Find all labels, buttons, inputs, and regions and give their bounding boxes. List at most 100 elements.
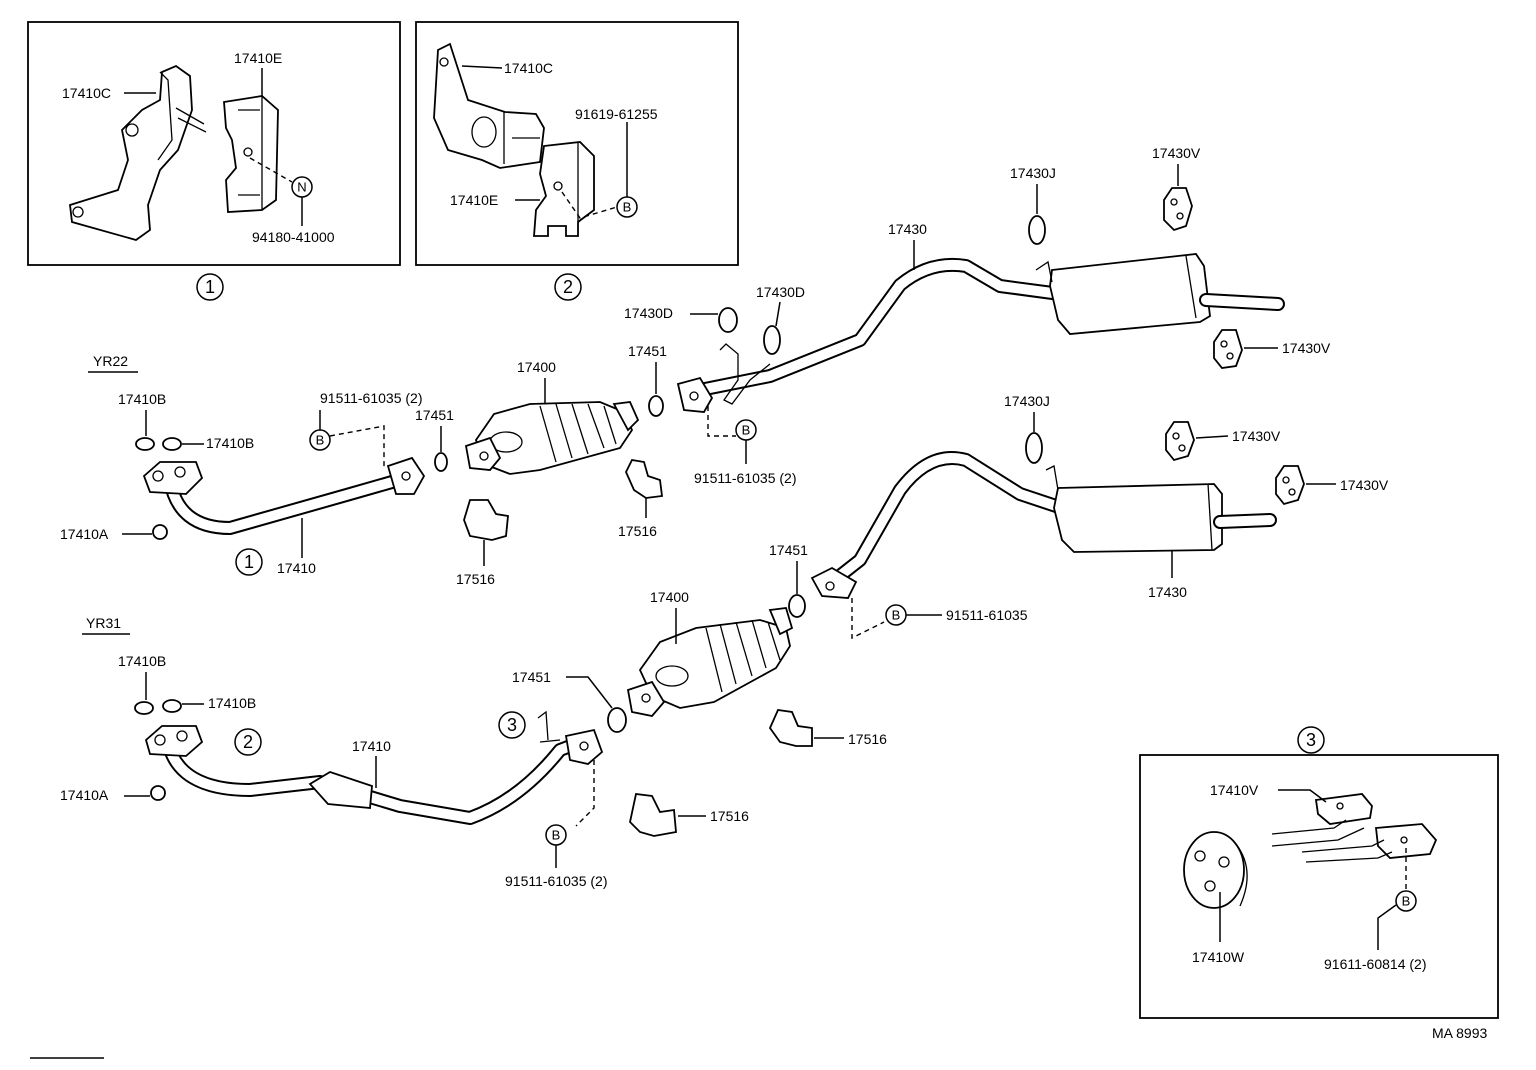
- bracket-17410e-drawing: [223, 95, 279, 213]
- label-17430j: 17430J: [1004, 393, 1050, 409]
- leader: [707, 406, 736, 437]
- bracket-17516-drawing: [629, 793, 677, 837]
- hanger-bracket-17410v-drawing: [1271, 793, 1438, 863]
- ring-17430j-drawing: [1028, 215, 1046, 245]
- label-17430v: 17430V: [1282, 340, 1331, 356]
- bolt-b-symbol-text: B: [623, 200, 632, 215]
- gasket-17451-drawing: [607, 707, 627, 733]
- leader: [461, 65, 503, 69]
- label-17516: 17516: [848, 731, 887, 747]
- label-17410c: 17410C: [504, 60, 553, 76]
- label-91511-61035: 91511-61035 (2): [505, 873, 607, 889]
- label-17430: 17430: [1148, 584, 1187, 600]
- gasket-17430d-drawing: [763, 325, 781, 355]
- reference-code: MA 8993: [1432, 1025, 1487, 1041]
- label-17410b: 17410B: [208, 695, 256, 711]
- label-17410: 17410: [352, 738, 391, 754]
- leader: [851, 598, 885, 640]
- label-17430: 17430: [888, 221, 927, 237]
- leader: [329, 425, 385, 468]
- inset-3-ref: 3: [1306, 730, 1316, 750]
- bolt-b-symbol-text: B: [742, 423, 751, 438]
- bolt-b-symbol-text: B: [316, 433, 325, 448]
- label-17410w: 17410W: [1192, 949, 1245, 965]
- front-pipe-ref-circle: [235, 548, 263, 576]
- gasket-17451-drawing: [788, 594, 806, 618]
- leader: [561, 191, 618, 219]
- label-91511-61035: 91511-61035 (2): [320, 390, 422, 406]
- gasket-17451-drawing: [434, 452, 448, 472]
- bracket-17410e-drawing: [533, 141, 595, 237]
- label-17400: 17400: [517, 359, 556, 375]
- label-17430d: 17430D: [756, 284, 805, 300]
- inset-1-ref: 1: [205, 277, 215, 297]
- label-17430v: 17430V: [1152, 145, 1201, 161]
- label-17430d: 17430D: [624, 305, 673, 321]
- label-91511-61035: 91511-61035 (2): [694, 470, 796, 486]
- inset-3-ref-circle: [1297, 726, 1325, 754]
- label-17451: 17451: [415, 407, 454, 423]
- bolt-b-symbol: [1395, 890, 1417, 912]
- label-94180-41000: 94180-41000: [252, 229, 335, 245]
- bracket-17516-drawing: [768, 709, 813, 747]
- front-pipe-17410-drawing: [142, 456, 426, 535]
- label-17410v: 17410V: [1210, 782, 1259, 798]
- label-17451: 17451: [769, 542, 808, 558]
- gasket-17410b-drawing: [134, 701, 154, 715]
- bracket-17516-drawing: [625, 459, 664, 499]
- bolt-b-symbol: [309, 429, 331, 451]
- label-17451: 17451: [628, 343, 667, 359]
- gasket-17451-drawing: [648, 395, 664, 417]
- front-pipe-ref-circle: [234, 728, 262, 756]
- leader: [575, 760, 595, 827]
- bracket-17410c-drawing: [433, 42, 545, 169]
- inset-2-ref-circle: [554, 273, 582, 301]
- bracket-17516-drawing: [463, 499, 509, 541]
- front-pipe-ref: 2: [243, 732, 253, 752]
- label-17451: 17451: [512, 669, 551, 685]
- bolt-b-symbol-text: B: [892, 608, 901, 623]
- leader: [1377, 904, 1397, 950]
- label-17410a: 17410A: [60, 787, 109, 803]
- tail-pipe-17430-drawing: [810, 451, 1277, 599]
- front-pipe-17410-drawing: [144, 710, 604, 825]
- label-17410b: 17410B: [118, 391, 166, 407]
- inset-3-frame: [1139, 754, 1499, 1019]
- label-17410e: 17410E: [450, 192, 498, 208]
- rubber-mount-17410w-drawing: [1183, 831, 1248, 909]
- label-17410: 17410: [277, 560, 316, 576]
- ring-17430j-drawing: [1025, 432, 1043, 464]
- gasket-17430d-drawing: [718, 307, 738, 333]
- leader: [775, 301, 781, 327]
- inset-2: B 17410C 91619-61255 17410E: [415, 21, 739, 266]
- model-yr22: YR22: [93, 353, 128, 369]
- inset-3: 3 17410V 17410W B 91611-60814 (2): [1139, 726, 1499, 1019]
- model-yr31: YR31: [86, 615, 121, 631]
- inset-2-frame: [415, 21, 739, 266]
- nut-17410a-drawing: [152, 524, 168, 540]
- inset-1-frame: [27, 21, 401, 266]
- label-17410b: 17410B: [206, 435, 254, 451]
- label-17400: 17400: [650, 589, 689, 605]
- label-91611-60814: 91611-60814 (2): [1324, 956, 1426, 972]
- gasket-17410b-drawing: [162, 437, 182, 451]
- leader: [566, 676, 613, 709]
- inset-2-ref: 2: [563, 277, 573, 297]
- inset-1: N 17410C 17410E 94180-41000: [27, 21, 401, 266]
- mount-17430v-drawing: [1275, 465, 1305, 506]
- nut-n-symbol-text: N: [297, 180, 306, 195]
- label-91511-61035: 91511-61035: [946, 607, 1028, 623]
- label-17430v: 17430V: [1340, 477, 1389, 493]
- label-17410c: 17410C: [62, 85, 111, 101]
- gasket-17410b-drawing: [135, 437, 155, 451]
- hanger-ref: 3: [507, 715, 517, 735]
- nut-17410a-drawing: [150, 785, 166, 801]
- label-17410b: 17410B: [118, 653, 166, 669]
- tail-pipe-17430-drawing: [676, 253, 1285, 413]
- label-17410e: 17410E: [234, 50, 282, 66]
- bolt-b-symbol-text: B: [1402, 894, 1411, 909]
- converter-17400-drawing: [464, 401, 640, 475]
- label-17430j: 17430J: [1010, 165, 1056, 181]
- label-91619-61255: 91619-61255: [575, 106, 658, 122]
